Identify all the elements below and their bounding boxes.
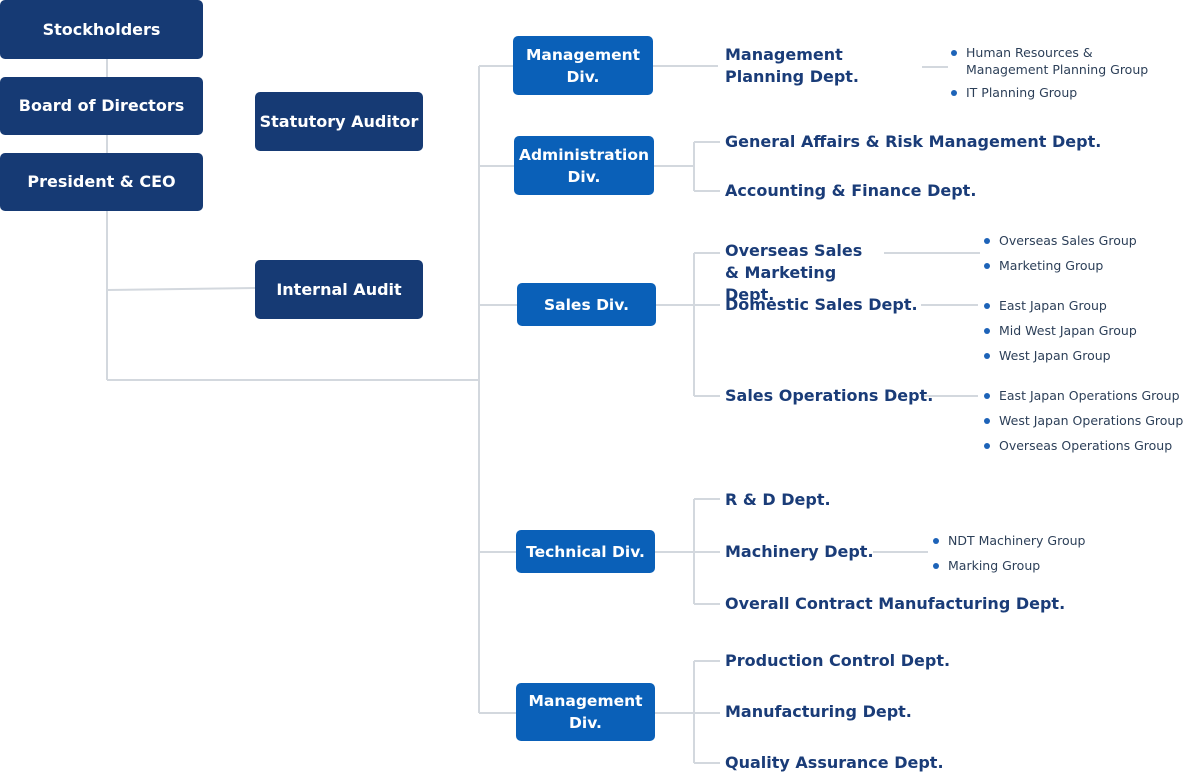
president-ceo-box: President & CEO: [0, 153, 203, 211]
overseas-sales-marketing-dept: Overseas Sales & Marketing Dept.: [725, 241, 863, 304]
manufacturing-dept: Manufacturing Dept.: [725, 702, 912, 721]
rnd-dept: R & D Dept.: [725, 490, 831, 509]
management-planning-dept: Management Planning Dept.: [725, 45, 859, 86]
mid-west-japan-group: Mid West Japan Group: [984, 322, 1137, 339]
marking-group: Marking Group: [933, 557, 1040, 574]
marketing-group: Marketing Group: [984, 257, 1103, 274]
contract-manufacturing-dept: Overall Contract Manufacturing Dept.: [725, 594, 1066, 613]
statutory-auditor-box: Statutory Auditor: [255, 92, 423, 151]
production-control-dept: Production Control Dept.: [725, 651, 951, 670]
sales-operations-dept: Sales Operations Dept.: [725, 386, 934, 405]
machinery-dept: Machinery Dept.: [725, 542, 874, 561]
quality-assurance-dept: Quality Assurance Dept.: [725, 753, 944, 772]
management-division-box: Management Div.: [513, 36, 653, 95]
sales-division-box: Sales Div.: [517, 283, 656, 326]
east-japan-operations-group: East Japan Operations Group: [984, 387, 1180, 404]
ndt-machinery-group: NDT Machinery Group: [933, 532, 1085, 549]
overseas-operations-group: Overseas Operations Group: [984, 437, 1172, 454]
general-affairs-dept: General Affairs & Risk Management Dept.: [725, 132, 1102, 151]
management-division-box-2: Management Div.: [516, 683, 655, 741]
domestic-sales-dept: Domestic Sales Dept.: [725, 295, 918, 314]
it-planning-group: IT Planning Group: [951, 84, 1077, 101]
overseas-sales-group: Overseas Sales Group: [984, 232, 1137, 249]
west-japan-group: West Japan Group: [984, 347, 1111, 364]
stockholders-box: Stockholders: [0, 0, 203, 59]
board-of-directors-box: Board of Directors: [0, 77, 203, 135]
internal-audit-box: Internal Audit: [255, 260, 423, 319]
accounting-finance-dept: Accounting & Finance Dept.: [725, 181, 977, 200]
connector-line: [106, 287, 257, 291]
east-japan-group: East Japan Group: [984, 297, 1107, 314]
administration-division-box: Administration Div.: [514, 136, 654, 195]
west-japan-operations-group: West Japan Operations Group: [984, 412, 1183, 429]
hr-management-planning-group: Human Resources & Management Planning Gr…: [951, 44, 1161, 78]
technical-division-box: Technical Div.: [516, 530, 655, 573]
